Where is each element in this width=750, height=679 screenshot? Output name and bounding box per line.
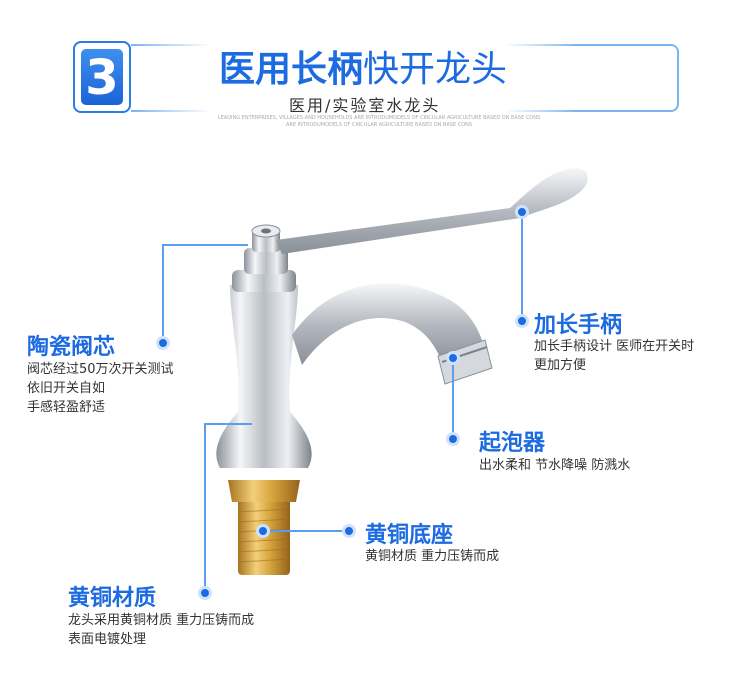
feature-desc-brass-material-1: 龙头采用黄铜材质 重力压铸而成	[68, 613, 255, 628]
section-number: 3	[81, 49, 123, 106]
feature-title-valve-core: 陶瓷阀芯	[27, 335, 116, 360]
page-subtitle: 医用/实验室水龙头	[289, 96, 441, 115]
callout-line-base	[262, 530, 348, 532]
title-bold: 医用长柄	[219, 49, 364, 90]
callout-line-material-v	[204, 423, 206, 591]
feature-desc-brass-material-2: 表面电镀处理	[68, 632, 147, 647]
feature-desc-brass-base-1: 黄铜材质 重力压铸而成	[365, 549, 500, 564]
callout-dot-aerator	[446, 432, 460, 446]
feature-title-brass-base: 黄铜底座	[365, 523, 454, 548]
header-rule-bottom-left	[131, 110, 211, 112]
callout-dot-base-left	[256, 524, 270, 538]
feature-desc-valve-core-1: 阀芯经过50万次开关测试	[27, 362, 174, 377]
title-light: 快开龙头	[363, 49, 508, 90]
callout-dot-valve	[156, 336, 170, 350]
header-frame-right	[575, 44, 679, 112]
feature-title-brass-material: 黄铜材质	[68, 586, 157, 611]
feature-desc-aerator-1: 出水柔和 节水降噪 防溅水	[479, 458, 631, 473]
page-title: 医用长柄快开龙头	[219, 40, 507, 92]
callout-line-handle	[521, 212, 523, 322]
top-cap	[232, 270, 296, 292]
header-rule-top-left	[131, 44, 211, 46]
aerator	[437, 339, 493, 385]
header-rule-bottom-right	[505, 110, 577, 112]
faucet-illustration	[216, 168, 588, 575]
callout-dot-handle-top	[515, 205, 529, 219]
faucet-body	[216, 285, 312, 468]
callout-dot-aerator-top	[446, 351, 460, 365]
fine-print-1: LEADING ENTERPRISES, VILLAGES AND HOUSEH…	[217, 115, 541, 121]
callout-dot-material	[198, 586, 212, 600]
callout-line-material-h	[204, 423, 252, 425]
valve-housing	[244, 248, 288, 274]
brass-nut	[228, 480, 300, 502]
fine-print-2: ARE INTRODUMODELS OF CIRCULAR AGRICULTUR…	[285, 122, 473, 128]
section-number-badge: 3	[73, 41, 131, 113]
feature-title-handle: 加长手柄	[534, 313, 623, 338]
feature-desc-handle-1: 加长手柄设计 医师在开关时	[534, 339, 695, 354]
feature-desc-handle-2: 更加方便	[534, 358, 587, 373]
callout-line-valve-v	[162, 244, 164, 336]
feature-desc-valve-core-2: 依旧开关自如	[27, 381, 106, 396]
callout-line-valve-h	[162, 244, 248, 246]
feature-desc-valve-core-3: 手感轻盈舒适	[27, 400, 106, 415]
callout-line-aerator	[452, 357, 454, 437]
feature-title-aerator: 起泡器	[479, 431, 546, 456]
faucet-spout	[292, 283, 485, 365]
long-handle	[276, 168, 588, 254]
callout-dot-base	[342, 524, 356, 538]
header-rule-top-right	[505, 44, 577, 46]
callout-dot-handle	[515, 314, 529, 328]
